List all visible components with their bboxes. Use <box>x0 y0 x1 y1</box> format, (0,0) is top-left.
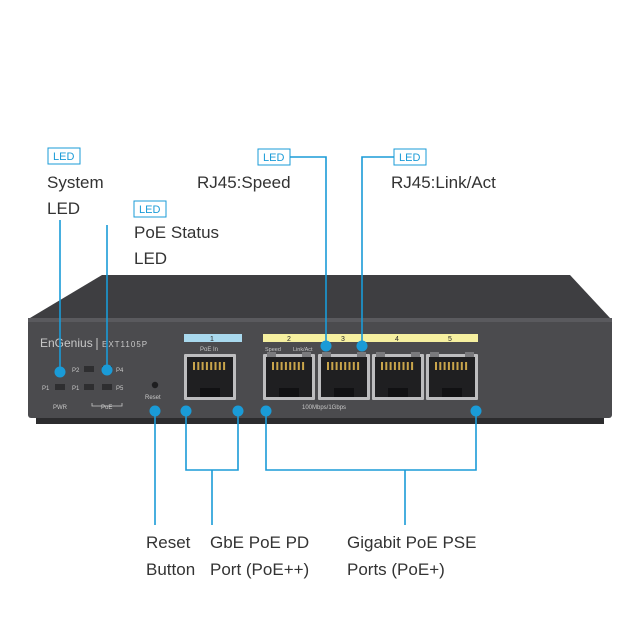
leader-rj45-speed <box>290 156 327 346</box>
marker-pd-right <box>232 405 244 417</box>
poe-out-number-bar <box>263 334 478 342</box>
led-label-p4: P4 <box>116 368 124 374</box>
front-edge-highlight <box>28 318 612 322</box>
poe-in-number-bar <box>184 334 242 342</box>
led-label-p5: P5 <box>116 386 124 392</box>
pse-label-line1: Gigabit PoE PSE <box>347 533 476 552</box>
pwr-label: PWR <box>53 405 68 411</box>
led-p5 <box>102 384 112 390</box>
callout-labels: LED System LED LED PoE Status LED LED RJ… <box>47 147 496 579</box>
rj45-ports <box>184 352 478 400</box>
rj45-port-1[interactable] <box>184 354 236 400</box>
marker-reset <box>149 405 161 417</box>
led-tag-poe-box <box>133 200 167 218</box>
rj45-link-label: RJ45:Link/Act <box>391 173 496 192</box>
marker-rj45-speed <box>320 340 332 352</box>
led-system <box>55 384 65 390</box>
speed-label: Speed <box>265 347 281 353</box>
led-p2 <box>84 366 94 372</box>
rj45-port-5-link-led <box>465 352 474 357</box>
led-label-p1: P1 <box>72 386 80 392</box>
marker-pse-right <box>470 405 482 417</box>
led-label-p2: P2 <box>72 368 80 374</box>
system-led-label-line2: LED <box>47 199 80 218</box>
model-name: EXT1105P <box>102 340 148 349</box>
rj45-port-3-speed-led <box>322 352 331 357</box>
port-3-number: 3 <box>341 336 345 343</box>
rj45-speed-label: RJ45:Speed <box>197 173 291 192</box>
leader-pse-bracket <box>265 411 477 471</box>
rj45-port-2[interactable] <box>263 352 315 400</box>
led-tag-speed-box <box>257 148 291 166</box>
port-2-number: 2 <box>287 336 291 343</box>
led-label-p1-system: P1 <box>42 386 50 392</box>
leader-lines <box>54 156 482 525</box>
link-act-label: Link/Act <box>293 347 313 353</box>
poe-status-label-line1: PoE Status <box>134 223 219 242</box>
device-shadow <box>36 418 604 424</box>
reset-button-label-line1: Reset <box>146 533 191 552</box>
gbe-pd-label-line1: GbE PoE PD <box>210 533 309 552</box>
rj45-port-4[interactable] <box>372 352 424 400</box>
rj45-port-4-speed-led <box>376 352 385 357</box>
reset-button-label-line2: Button <box>146 560 195 579</box>
reset-hole[interactable] <box>151 381 159 389</box>
led-tag-speed: LED <box>263 152 284 164</box>
rj45-port-2-link-led <box>302 352 311 357</box>
pse-label-line2: Ports (PoE+) <box>347 560 445 579</box>
poe-in-number: 1 <box>210 336 214 343</box>
speed-spec: 100Mbps/1Gbps <box>302 405 346 411</box>
switch-device: EnGenius EXT1105P P2 P4 P1 P1 P5 PWR PoE… <box>28 275 612 424</box>
rj45-port-5[interactable] <box>426 352 478 400</box>
marker-rj45-link <box>356 340 368 352</box>
marker-pd-left <box>180 405 192 417</box>
rj45-port-5-speed-led <box>430 352 439 357</box>
rj45-port-2-speed-led <box>267 352 276 357</box>
led-tag-link: LED <box>399 152 420 164</box>
brand-logo: EnGenius <box>40 336 93 350</box>
rj45-port-4-link-led <box>411 352 420 357</box>
poe-status-label-line2: LED <box>134 249 167 268</box>
led-tag-poe: LED <box>139 204 160 216</box>
led-tag-system-box <box>47 147 81 165</box>
poe-in-label: PoE In <box>200 347 218 353</box>
poe-label: PoE <box>101 405 112 411</box>
led-tag-link-box <box>393 148 427 166</box>
led-p1 <box>84 384 94 390</box>
port-4-number: 4 <box>395 336 399 343</box>
led-tag-system: LED <box>53 151 74 163</box>
leader-rj45-link <box>361 156 396 346</box>
rj45-port-3[interactable] <box>318 352 370 400</box>
gbe-pd-label-line2: Port (PoE++) <box>210 560 309 579</box>
marker-poe-status-led <box>101 364 113 376</box>
poe-bracket <box>91 403 123 407</box>
device-top-face <box>30 275 610 318</box>
reset-label: Reset <box>145 395 161 401</box>
marker-system-led <box>54 366 66 378</box>
marker-pse-left <box>260 405 272 417</box>
rj45-port-3-link-led <box>357 352 366 357</box>
system-led-label-line1: System <box>47 173 104 192</box>
port-5-number: 5 <box>448 336 452 343</box>
